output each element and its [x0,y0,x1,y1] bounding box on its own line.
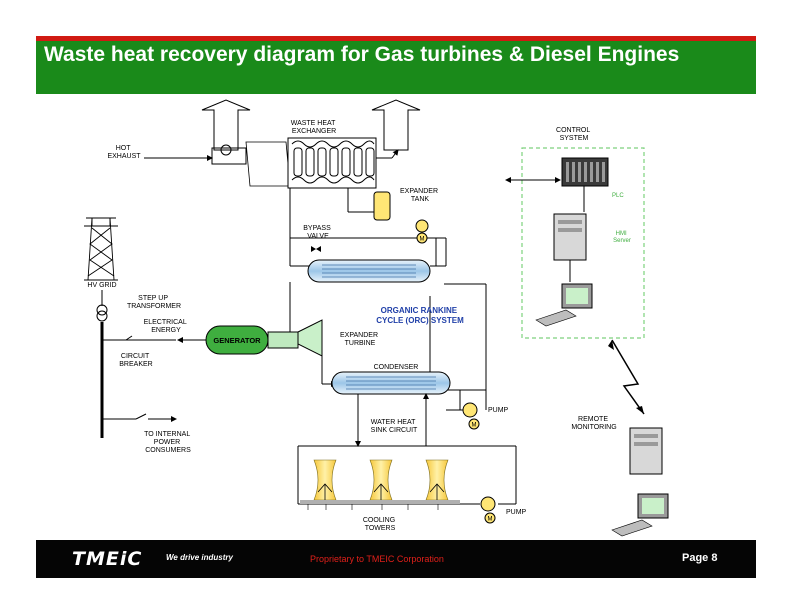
hv-grid-label: HV GRID [87,282,116,289]
waste-heat-exchanger [211,137,399,189]
waste-heat-exchanger-label: WASTE HEAT EXCHANGER [291,120,338,135]
hot-exhaust-label: HOT EXHAUST [107,145,141,160]
control-system-boundary [521,147,645,339]
svg-text:GENERATOR: GENERATOR [213,336,261,345]
hv-grid-tower [84,217,118,281]
bypass-valve [311,246,321,252]
expander-turbine-label: EXPANDER TURBINE [340,332,380,347]
tagline: We drive industry [166,553,233,562]
cooling-towers-label: COOLING TOWERS [363,517,397,532]
hmi-workstation [535,283,593,327]
water-heat-sink-label: WATER HEAT SINK CIRCUIT [371,419,418,434]
water-pump: M [480,496,496,524]
circuit-breaker-symbol [125,335,133,341]
footer-bar: TMEiC We drive industry Proprietary to T… [36,540,756,578]
condenser [331,371,451,395]
evaporator-heat-exchanger [307,259,431,283]
expander-turbine [297,319,323,357]
plc-rack [561,157,609,187]
condenser-label: CONDENSER [374,364,419,371]
exhaust-stacks [201,99,421,151]
slide-title: Waste heat recovery diagram for Gas turb… [44,43,680,66]
svg-text:M: M [420,237,425,243]
proprietary-notice: Proprietary to TMEIC Corporation [310,554,444,564]
generator: GENERATOR [205,325,299,355]
orc-pump-label: PUMP [488,407,509,414]
hmi-server-label: HMI Server [613,231,631,244]
to-internal-label: TO INTERNAL POWER CONSUMERS [144,431,192,454]
step-up-transformer-label: STEP UP TRANSFORMER [127,295,181,310]
bypass-valve-label: BYPASS VALVE [303,225,332,240]
svg-text:M: M [472,423,477,429]
orc-system-label: ORGANIC RANKINE CYCLE (ORC) SYSTEM [376,306,464,325]
tmeic-logo: TMEiC [72,548,143,570]
cooling-towers [300,459,460,510]
circuit-breaker-label: CIRCUIT BREAKER [119,353,152,368]
remote-server [629,427,663,475]
waste-heat-recovery-diagram: HOT EXHAUST WASTE HEAT EXCHANGER [84,99,669,537]
electrical-bus [96,290,177,438]
title-bar: Waste heat recovery diagram for Gas turb… [36,36,756,94]
svg-text:M: M [488,517,493,523]
water-pump-label: PUMP [506,509,527,516]
orc-pump: M [462,402,480,430]
page-number: Page 8 [682,552,718,564]
upper-motor-pump: M [415,219,429,244]
electrical-energy-label: ELECTRICAL ENERGY [144,319,189,334]
expander-tank-label: EXPANDER TANK [400,188,440,203]
plc-label: PLC [612,193,624,199]
remote-workstation [611,493,669,537]
remote-link-zigzag [611,339,645,415]
remote-monitoring-label: REMOTE MONITORING [571,416,616,431]
expander-tank [373,191,391,221]
hmi-server [553,213,587,261]
control-system-label: CONTROL SYSTEM [556,127,592,142]
